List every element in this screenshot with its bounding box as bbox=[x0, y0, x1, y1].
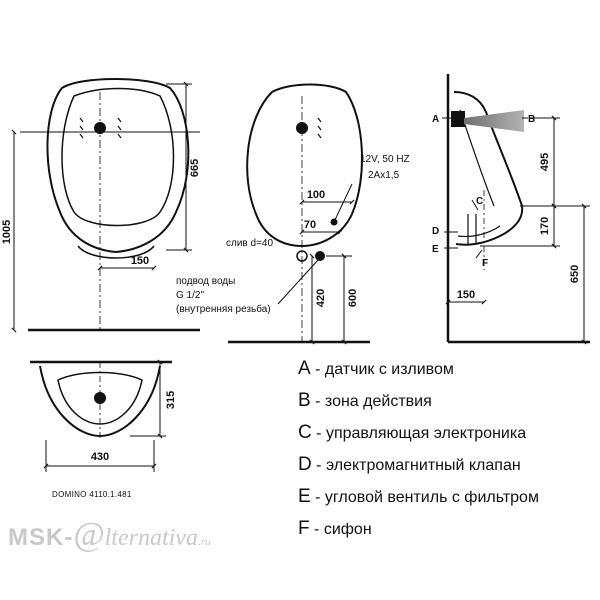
model-number: DOMINO 4110.1.481 bbox=[52, 490, 132, 499]
legend-text: - управляющая электроника bbox=[311, 425, 527, 442]
legend-key: F bbox=[298, 518, 310, 539]
legend-text: - датчик с изливом bbox=[310, 361, 454, 378]
top-bowl-inner bbox=[57, 371, 143, 425]
dim-width: 430 bbox=[91, 451, 109, 463]
centre-bowl-outline bbox=[246, 83, 364, 248]
watermark-tld: .ru bbox=[197, 536, 211, 548]
side-letter-c: C bbox=[476, 196, 483, 207]
watermark-name: lternativa bbox=[104, 525, 198, 551]
watermark-prefix: MSK- bbox=[8, 524, 74, 551]
dim-sensor-to-valve: 495 bbox=[539, 153, 551, 171]
legend-text: - сифон bbox=[309, 521, 372, 538]
dim-floor-height: 650 bbox=[569, 265, 581, 283]
power-note-line2: 2Ax1,5 bbox=[368, 170, 400, 181]
legend-key: E bbox=[298, 486, 311, 507]
dim-valve-drop: 170 bbox=[539, 217, 551, 235]
inlet-icon bbox=[315, 251, 325, 261]
side-letter-f: F bbox=[482, 258, 488, 269]
watermark: MSK-@lternativa.ru bbox=[8, 516, 210, 554]
dim-side-offset: 70 bbox=[304, 219, 316, 231]
top-view bbox=[30, 360, 172, 472]
dim-top-offset: 100 bbox=[307, 189, 325, 201]
legend-text: - зона действия bbox=[310, 393, 432, 410]
front-view bbox=[20, 78, 200, 332]
legend-item-b: B - зона действия bbox=[298, 390, 432, 411]
side-letter-d: D bbox=[432, 226, 439, 237]
legend-key: D bbox=[298, 454, 312, 475]
side-letter-e: E bbox=[432, 244, 439, 255]
legend-text: - электромагнитный клапан bbox=[311, 457, 521, 474]
front-bowl-inner bbox=[61, 87, 175, 227]
dim-drain-height: 420 bbox=[315, 289, 327, 307]
legend-item-c: C - управляющая электроника bbox=[298, 422, 527, 443]
centre-dimensions bbox=[277, 183, 355, 345]
legend-item-a: A - датчик с изливом bbox=[298, 358, 454, 379]
dim-bowl-height: 665 bbox=[189, 159, 201, 177]
legend-key: B bbox=[298, 390, 311, 411]
drain-icon bbox=[296, 250, 308, 262]
side-view bbox=[446, 74, 590, 344]
side-letter-a: A bbox=[432, 114, 439, 125]
front-dimensions bbox=[11, 81, 192, 333]
legend-text: - угловой вентиль с фильтром bbox=[310, 489, 539, 506]
side-letter-b: B bbox=[528, 114, 535, 125]
legend-key: C bbox=[298, 422, 312, 443]
dim-inlet-height: 600 bbox=[347, 289, 359, 307]
dim-depth: 315 bbox=[165, 391, 177, 409]
water-supply-line3: (внутренняя резьба) bbox=[176, 303, 271, 315]
legend-key: A bbox=[298, 358, 311, 379]
water-supply-line1: подвод воды bbox=[176, 276, 235, 287]
top-dimensions bbox=[43, 359, 166, 469]
power-note-line1: 12V, 50 HZ bbox=[360, 154, 410, 165]
water-supply-line2: G 1/2" bbox=[176, 290, 204, 301]
sensor-block bbox=[451, 111, 465, 127]
drain-note: слив d=40 bbox=[226, 238, 273, 249]
sensor-zone bbox=[464, 110, 524, 132]
front-bowl-outline bbox=[46, 78, 190, 254]
dim-overall-height: 1005 bbox=[1, 220, 13, 244]
legend-item-f: F - сифон bbox=[298, 518, 372, 539]
side-bowl-outline bbox=[453, 91, 524, 246]
legend-item-d: D - электромагнитный клапан bbox=[298, 454, 521, 475]
dim-front-offset: 150 bbox=[131, 255, 149, 267]
side-dimensions bbox=[442, 115, 590, 345]
watermark-at-icon: @ bbox=[73, 516, 105, 553]
legend-item-e: E - угловой вентиль с фильтром bbox=[298, 486, 539, 507]
dim-wall-offset: 150 bbox=[457, 289, 475, 301]
